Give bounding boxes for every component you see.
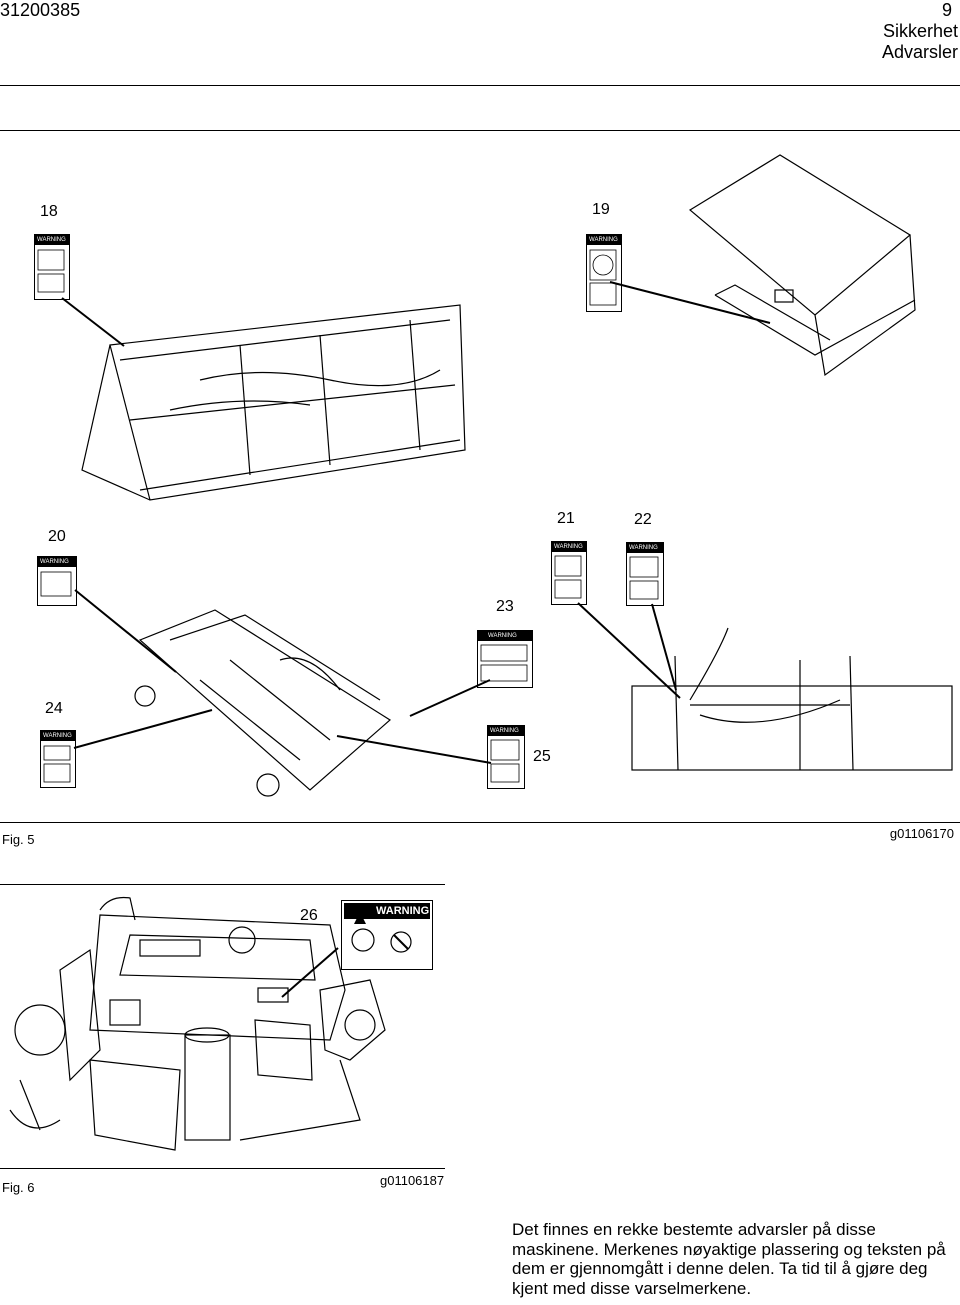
callout-26: 26 [300,907,318,924]
figure5-image-id: g01106170 [889,826,954,841]
callout-20: 20 [48,528,66,545]
warning-decal-20: WARNING [37,556,77,606]
callout-24: 24 [45,700,63,717]
callout-21: 21 [557,510,575,527]
callout-23: 23 [496,598,514,615]
decal-warning-banner: WARNING [478,631,532,641]
header-rule-2 [0,130,960,131]
figure5-illustration [37,154,953,797]
decal-warning-banner: WARNING [552,542,586,552]
figure5-rule [0,822,960,823]
warning-decal-26: WARNING [341,900,433,970]
figure6-illustration [9,896,412,1151]
document-number: 31200385 [0,0,81,20]
decal-warning-banner: WARNING [35,235,69,245]
decal-warning-banner: WARNING [587,235,621,245]
subsection-title: Advarsler [881,42,958,62]
section-title: Sikkerhet [882,21,958,41]
figure5-caption: Fig. 5 [2,832,35,847]
callout-18: 18 [40,203,58,220]
callout-22: 22 [634,511,652,528]
decal-warning-banner: WARNING [488,726,524,736]
decal-warning-banner: WARNING [38,557,76,567]
figure6-top-rule [0,884,445,885]
page-number: 9 [941,0,952,20]
figure6-image-id: g01106187 [380,1173,445,1188]
decal-warning-banner: WARNING [627,543,663,553]
decal-warning-banner: WARNING [344,903,430,919]
figure6-caption: Fig. 6 [2,1180,35,1195]
header-rule [0,85,960,86]
decal-warning-banner: WARNING [41,731,75,741]
body-paragraph: Det finnes en rekke bestemte advarsler p… [512,1220,946,1298]
callout-19: 19 [592,201,610,218]
warning-decal-23: WARNING [477,630,533,688]
figure6-bottom-rule [0,1168,445,1169]
callout-25: 25 [533,748,551,765]
